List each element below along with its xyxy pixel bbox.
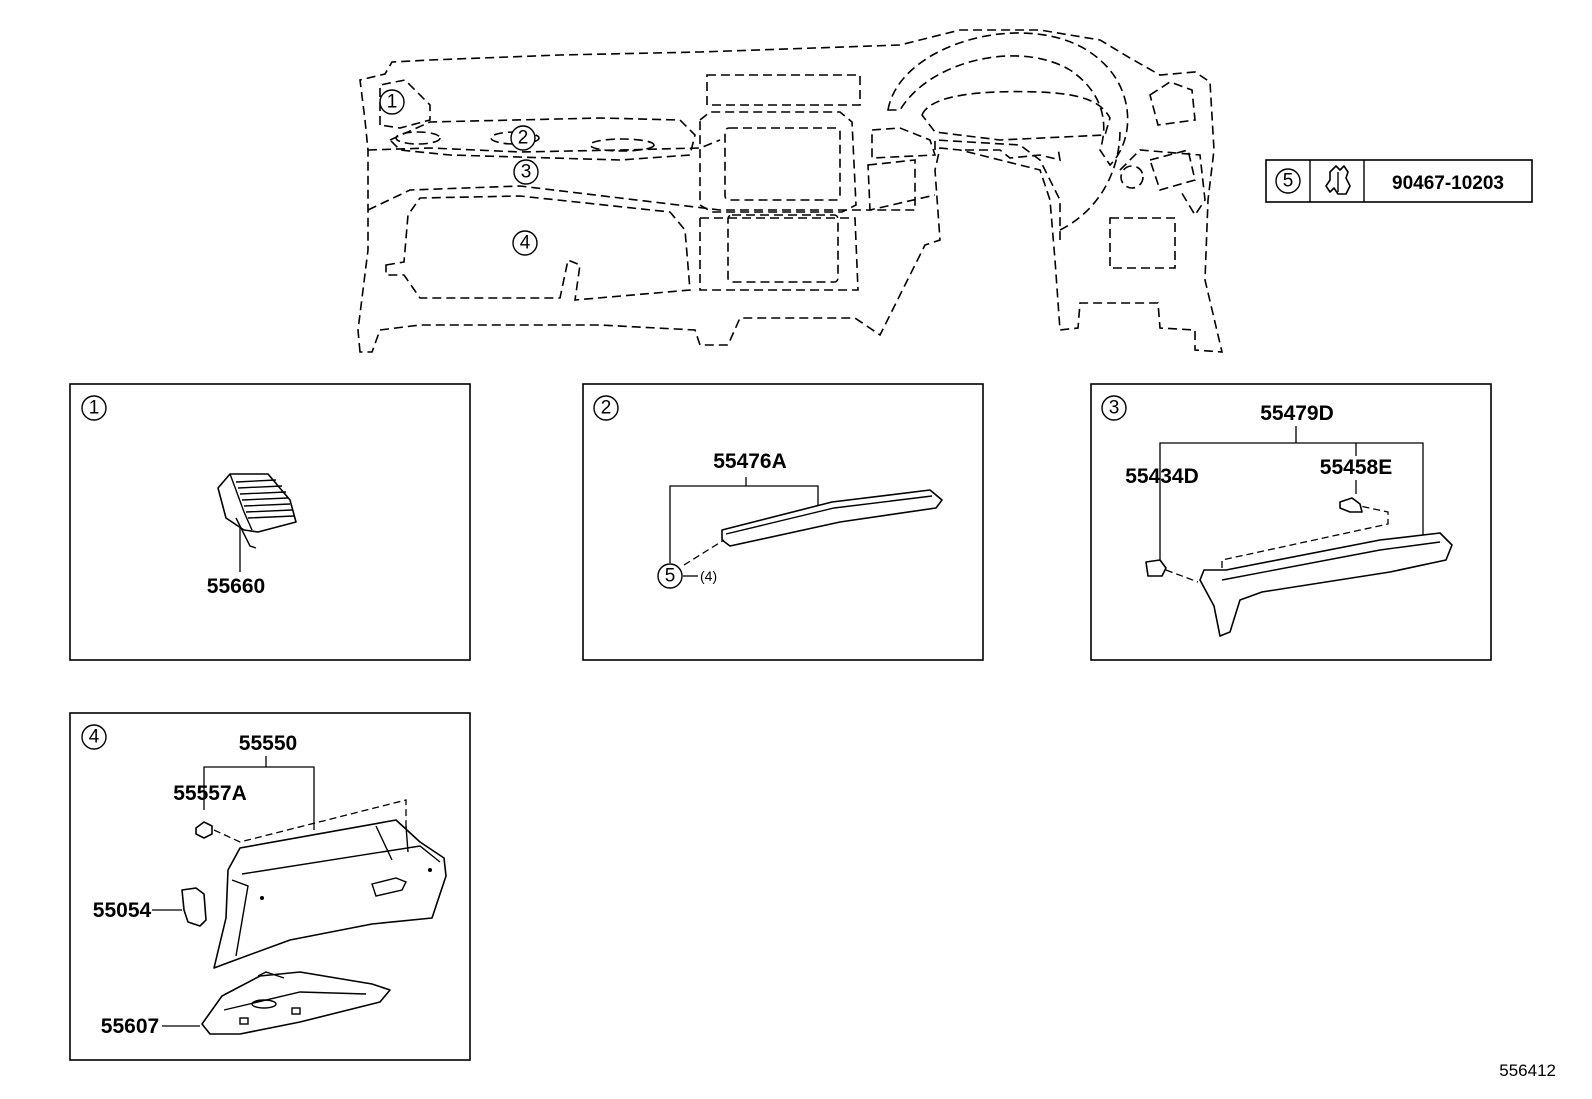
panel-3: 3 55479D 55434D 55458E	[1090, 383, 1492, 661]
dashboard-overview	[357, 29, 1224, 353]
svg-text:4: 4	[89, 727, 100, 748]
svg-text:3: 3	[1109, 398, 1120, 419]
clip-55458E	[1339, 497, 1363, 513]
part-label-55550: 55550	[239, 732, 297, 755]
part-label-55476A: 55476A	[713, 450, 787, 473]
legend-part-number: 90467-10203	[1392, 173, 1504, 194]
garnish-strip-part	[721, 489, 943, 547]
clip-icon	[1325, 165, 1351, 195]
lock-55054	[181, 887, 207, 927]
sub-quantity: (4)	[700, 568, 717, 584]
pillar-trim-part	[1199, 532, 1453, 637]
panel-4: 4 55550 55557A 55054 55607	[69, 712, 471, 1061]
svg-text:1: 1	[89, 398, 100, 419]
svg-text:5: 5	[665, 566, 676, 587]
panel-1: 1 55660	[69, 383, 471, 661]
side-vent-part	[217, 473, 297, 549]
panel-2-callout: 2	[593, 395, 619, 421]
part-label-55458E: 55458E	[1320, 456, 1392, 479]
legend-table: 5 90467-10203	[1265, 159, 1533, 203]
overview-callout-1: 1	[379, 89, 405, 115]
panel-2: 2 55476A 5 (4)	[582, 383, 984, 661]
part-label-55434D: 55434D	[1125, 465, 1199, 488]
overview-callout-3: 3	[513, 159, 539, 185]
part-label-55660: 55660	[207, 575, 265, 598]
panel-1-callout: 1	[81, 395, 107, 421]
figure-id: 556412	[1499, 1061, 1556, 1080]
panel-3-callout: 3	[1101, 395, 1127, 421]
panel-4-callout: 4	[81, 724, 107, 750]
lower-tray-part	[201, 971, 391, 1035]
svg-text:4: 4	[520, 233, 531, 254]
legend-callout: 5	[1275, 168, 1301, 194]
part-label-55479D: 55479D	[1260, 402, 1334, 425]
clip-55434D	[1145, 559, 1167, 577]
svg-text:5: 5	[1283, 171, 1294, 192]
glove-box-door-part	[213, 819, 447, 969]
bumper-55557A	[195, 821, 213, 839]
overview-callout-4: 4	[512, 230, 538, 256]
part-label-55557A: 55557A	[173, 782, 247, 805]
svg-text:2: 2	[518, 128, 529, 149]
part-label-55607: 55607	[101, 1015, 159, 1038]
svg-text:1: 1	[387, 92, 398, 113]
part-label-55054: 55054	[93, 899, 152, 922]
overview-callout-2: 2	[510, 125, 536, 151]
svg-text:3: 3	[521, 162, 532, 183]
panel-2-sub-callout: 5	[657, 563, 683, 589]
svg-text:2: 2	[601, 398, 612, 419]
